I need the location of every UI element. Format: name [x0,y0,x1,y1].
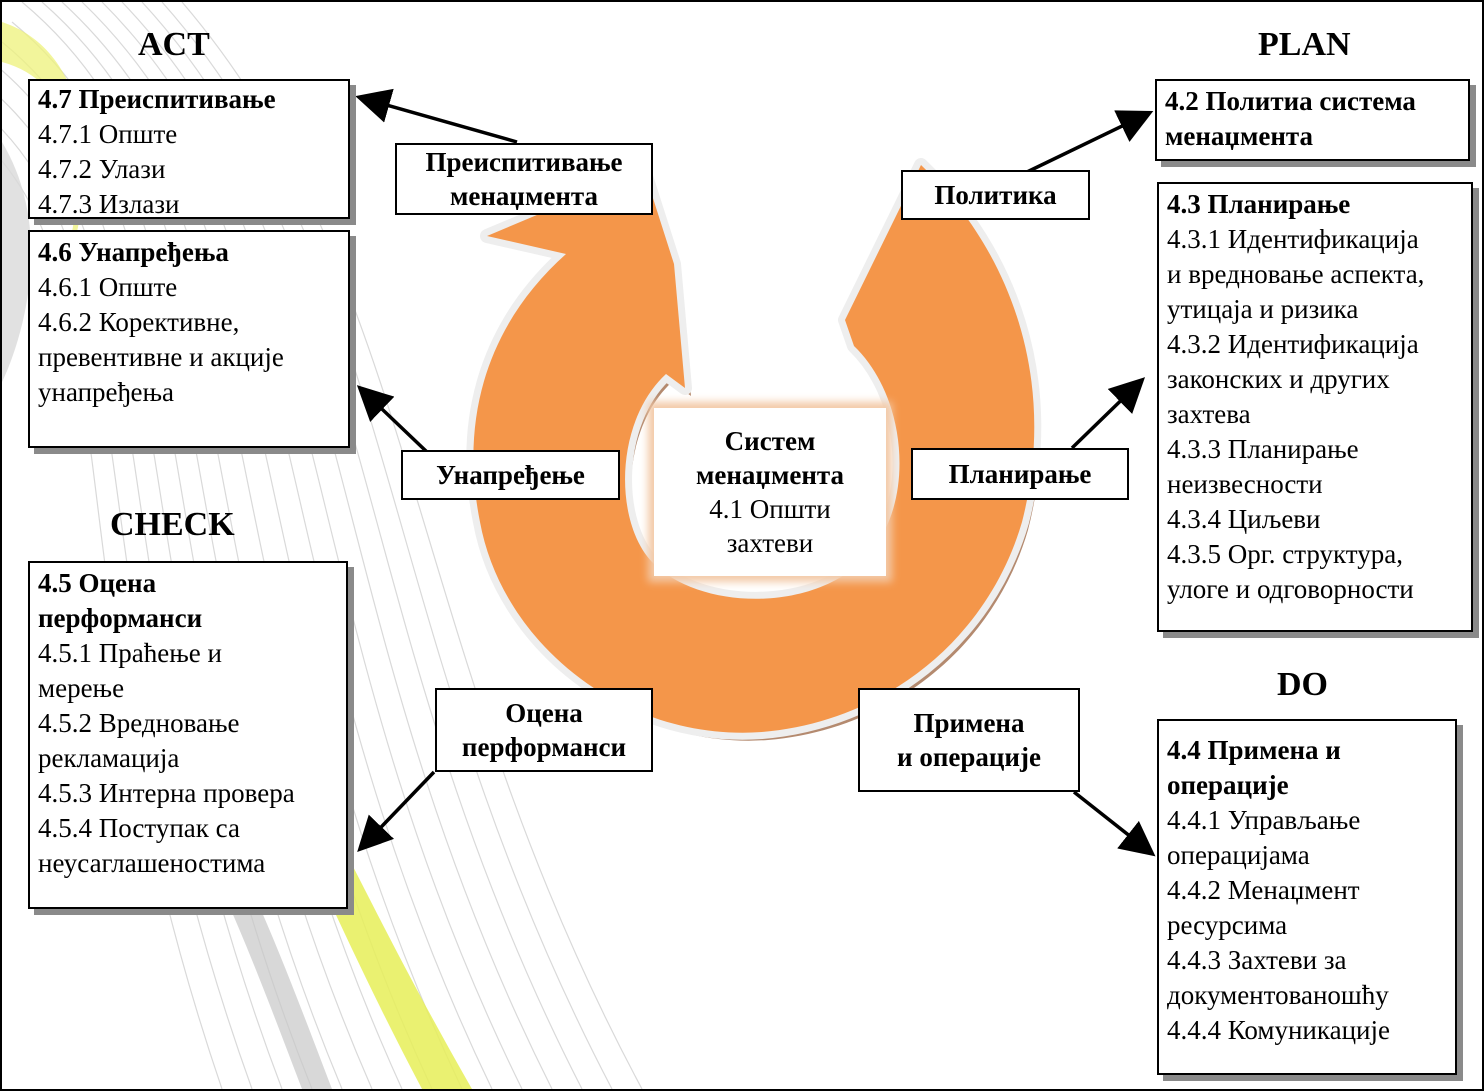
phase-plan: PLAN [1258,26,1351,63]
arrow-improvement-to-box46 [356,385,429,454]
center-management-system: Систем менаџмента 4.1 Општи захтеви [654,408,886,576]
arrow-operation-to-box44 [1072,790,1156,857]
box-4-7-review: 4.7 Преиспитивање 4.7.1 Опште 4.7.2 Улаз… [28,79,350,219]
label-operation: Примена и операције [858,688,1080,792]
arrow-planning-to-box43 [1070,377,1146,450]
label-improvement: Унапређење [401,450,620,500]
phase-check: CHECK [110,506,235,543]
arrow-policy-to-box42 [1026,110,1154,174]
label-performance-evaluation: Оцена перформанси [435,688,653,772]
phase-act: ACT [138,26,210,63]
phase-do: DO [1277,666,1328,703]
box-4-4-operation: 4.4 Примена и операције 4.4.1 Управљање … [1157,719,1457,1075]
box-4-5-performance-evaluation: 4.5 Оцена перформанси 4.5.1 Праћење и ме… [28,561,348,909]
box-4-2-policy: 4.2 Политиа система менаџмента [1155,79,1470,161]
label-management-review: Преиспитивање менаџмента [395,143,653,215]
center-subtitle: 4.1 Општи захтеви [709,494,831,558]
label-policy: Политика [901,170,1090,220]
box-4-3-planning: 4.3 Планирање 4.3.1 Идентификација и вре… [1157,182,1473,632]
center-title: Систем менаџмента [695,426,844,490]
box-4-6-improvement: 4.6 Унапређења 4.6.1 Опште 4.6.2 Коректи… [28,230,350,448]
arrow-review-to-box47 [355,88,518,144]
arrow-evaluation-to-box45 [357,770,436,853]
label-planning: Планирање [911,448,1129,500]
